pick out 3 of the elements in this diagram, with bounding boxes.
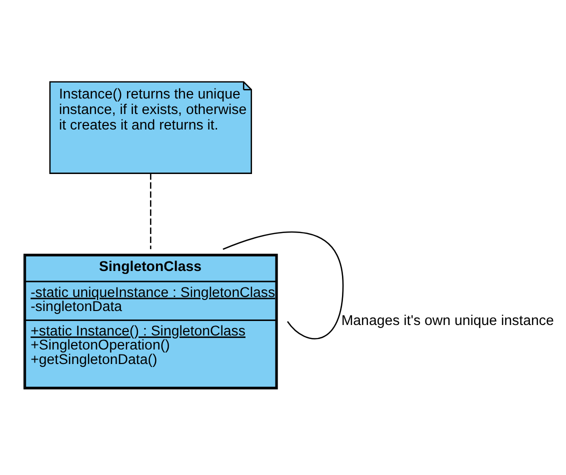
edge-label: Manages it's own unique instance [341, 312, 554, 329]
connector [222, 231, 344, 339]
connector [150, 172, 152, 249]
